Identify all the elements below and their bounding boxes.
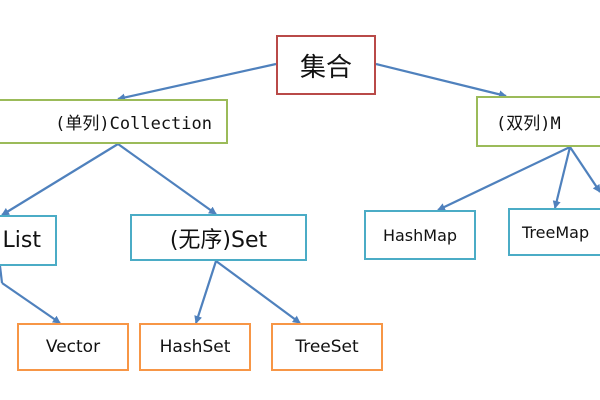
node-treemap: TreeMap	[508, 208, 600, 256]
node-hashset-label: HashSet	[159, 337, 231, 357]
edge-list-to-vector	[1, 282, 61, 324]
node-vector: Vector	[17, 323, 129, 371]
edge-list-stub	[0, 265, 4, 284]
edge-root-to-collection	[117, 62, 277, 102]
edge-map-to-treemap	[552, 146, 572, 209]
node-root-collection: 集合	[276, 35, 376, 95]
node-map-label: (双列)M	[496, 114, 561, 134]
node-treeset-label: TreeSet	[295, 337, 359, 357]
node-treemap-label: TreeMap	[522, 222, 590, 242]
node-hashmap-label: HashMap	[382, 225, 458, 245]
edge-set-to-treeset	[215, 260, 301, 324]
node-root-label: 集合	[299, 52, 352, 83]
edge-set-to-hashset	[194, 260, 218, 324]
node-treeset: TreeSet	[271, 323, 383, 371]
node-map-interface: (双列)M	[476, 96, 600, 147]
edge-root-to-map	[375, 62, 507, 99]
node-list-interface: List	[0, 215, 57, 266]
node-hashset: HashSet	[139, 323, 251, 371]
edge-collection-to-list	[1, 143, 119, 216]
node-list-label: List	[2, 228, 41, 253]
node-collection-label: (单列)Collection	[55, 114, 212, 134]
node-set-label: (无序)Set	[169, 227, 268, 253]
edge-map-to-hashmap	[437, 146, 571, 211]
edge-map-to-offscreen	[569, 146, 600, 193]
node-set-interface: (无序)Set	[130, 214, 307, 261]
edge-collection-to-set	[117, 143, 217, 215]
node-vector-label: Vector	[45, 337, 101, 357]
node-collection-interface: (单列)Collection	[0, 99, 228, 144]
node-hashmap: HashMap	[364, 210, 476, 260]
